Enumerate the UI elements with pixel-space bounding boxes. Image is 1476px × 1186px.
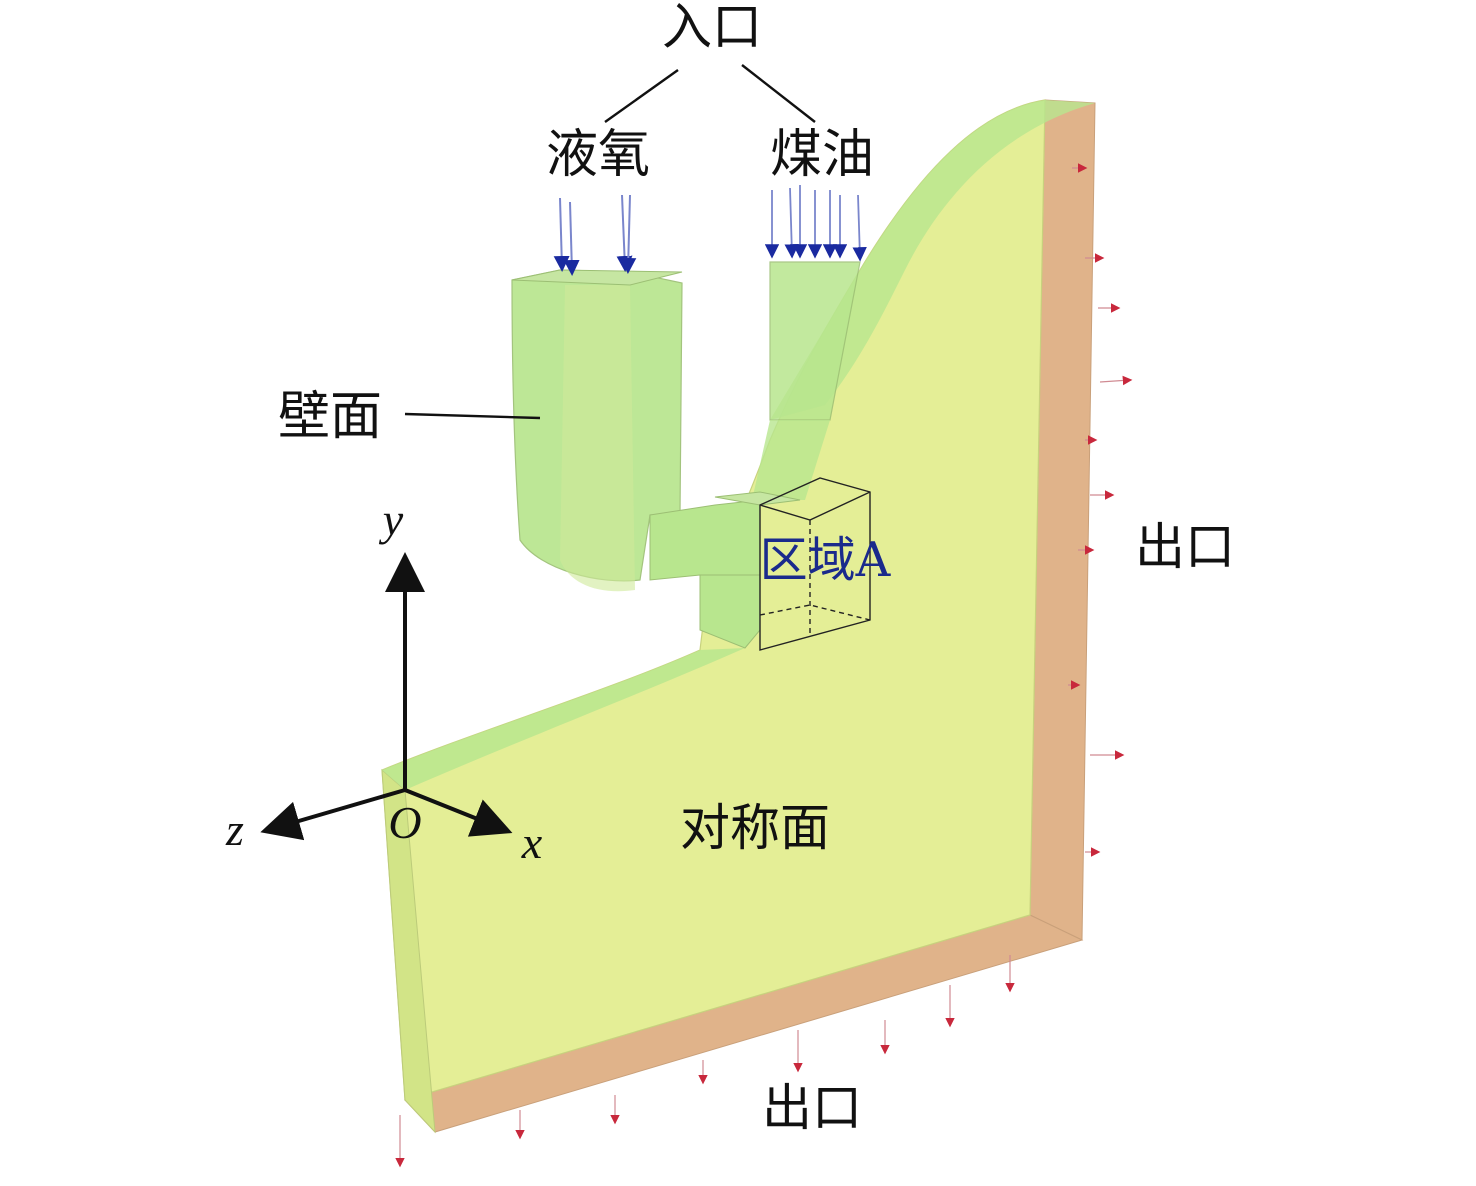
x-axis-line xyxy=(404,788,513,837)
kerosene-inlet-arrows xyxy=(764,185,867,262)
kerosene-lower-channel xyxy=(752,420,830,500)
coordinate-axes xyxy=(260,552,513,841)
upper-wall-band xyxy=(382,648,745,790)
injector-top xyxy=(714,491,801,506)
lox-post xyxy=(649,499,761,581)
region-a-box xyxy=(759,477,871,651)
z-axis-label: z xyxy=(225,804,244,855)
lox-label: 液氧 xyxy=(546,125,650,185)
origin-label: O xyxy=(388,797,421,848)
kerosene-label: 煤油 xyxy=(770,125,874,185)
outlet-bottom-label: 出口 xyxy=(762,1079,862,1137)
outlet-right-label: 出口 xyxy=(1135,518,1235,576)
z-axis-line xyxy=(260,788,406,841)
right-outlet-arrows xyxy=(1068,163,1133,857)
y-axis-label: y xyxy=(379,494,404,545)
symmetry-plane-label: 对称面 xyxy=(680,799,830,857)
kerosene-channel-wall xyxy=(770,100,1095,420)
wall-label: 壁面 xyxy=(278,387,382,447)
inlet-label: 入口 xyxy=(662,0,762,56)
lox-inlet-face xyxy=(511,269,683,286)
bottom-outlet-arrows xyxy=(395,955,1015,1168)
x-axis-label: x xyxy=(521,817,543,868)
region-a-label: 区域A xyxy=(760,532,892,588)
lox-inlet-arrows xyxy=(553,194,637,276)
mixing-chamber xyxy=(699,574,761,649)
lox-channel-front xyxy=(560,285,635,592)
leader-lines xyxy=(404,64,816,420)
